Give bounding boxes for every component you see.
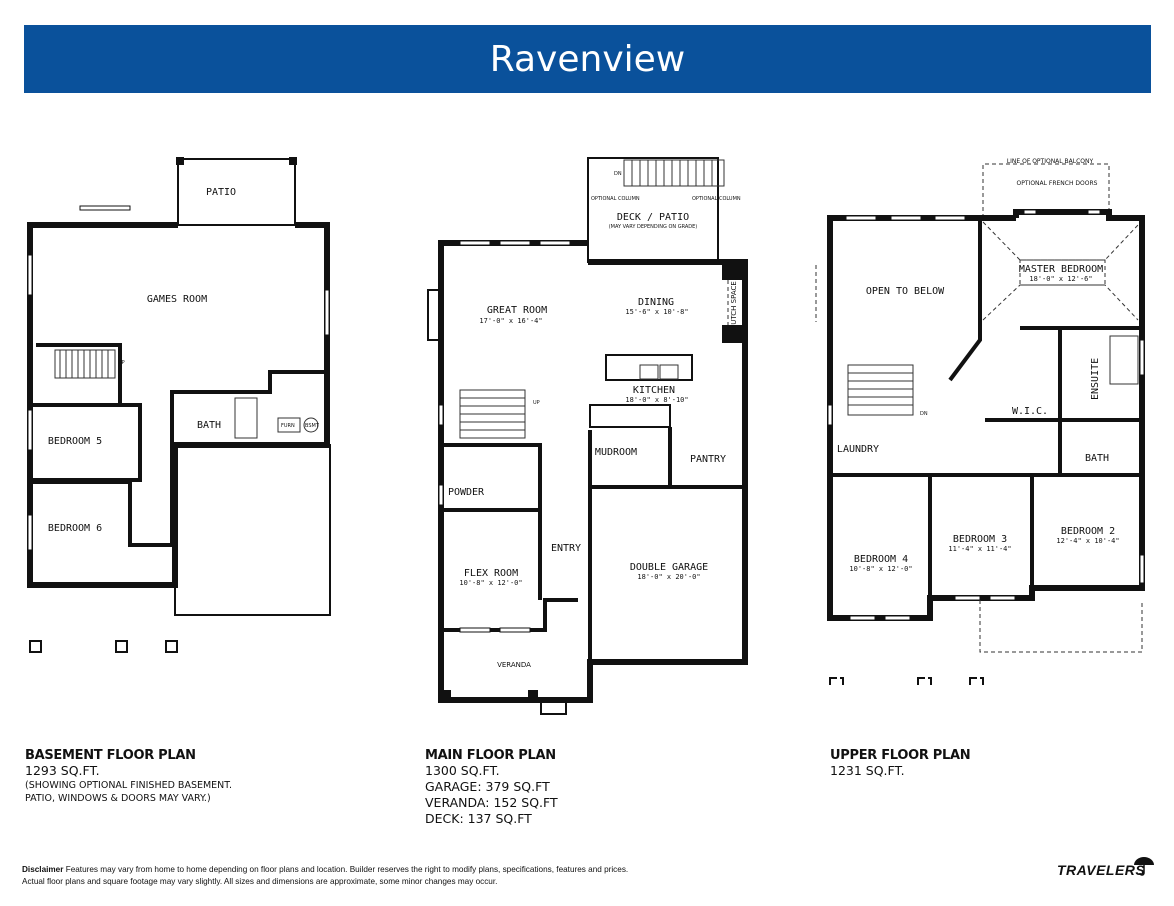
master-dim: 18'-0" x 12'-6" <box>1029 275 1092 283</box>
optional-column-left: OPTIONAL COLUMN <box>591 196 640 202</box>
basement-plan: UP FURN BSMT PATIO GAMES ROOM BATH BEDRO… <box>27 157 331 653</box>
furnace-label: FURN <box>281 423 295 429</box>
room-veranda: VERANDA <box>497 661 531 669</box>
room-bedroom-2: BEDROOM 2 <box>1061 526 1115 537</box>
room-deck: DECK / PATIO <box>617 212 689 223</box>
upper-area: 1231 SQ.FT. <box>830 763 905 778</box>
room-bedroom-6: BEDROOM 6 <box>48 523 102 534</box>
basement-heading: BASEMENT FLOOR PLAN <box>25 748 196 763</box>
up-label: UP <box>118 360 125 366</box>
basement-caption: BASEMENT FLOOR PLAN 1293 SQ.FT. (SHOWING… <box>25 748 232 805</box>
basement-note-2: PATIO, WINDOWS & DOORS MAY VARY.) <box>25 793 211 804</box>
disclaimer-label: Disclaimer <box>22 865 64 874</box>
balcony-line-label: LINE OF OPTIONAL BALCONY <box>1007 158 1094 165</box>
room-flex: FLEX ROOM <box>464 568 518 579</box>
upper-plan: LINE OF OPTIONAL BALCONY OPTIONAL FRENCH… <box>815 158 1145 685</box>
room-wic: W.I.C. <box>1012 406 1048 417</box>
bedroom-3-dim: 11'-4" x 11'-4" <box>948 545 1011 553</box>
room-ensuite: ENSUITE <box>1090 358 1101 400</box>
kitchen-dim: 18'-0" x 8'-10" <box>625 396 688 404</box>
title-banner: Ravenview <box>24 25 1151 93</box>
dn-label: DN <box>920 411 928 417</box>
room-dining: DINING <box>638 297 674 308</box>
umbrella-icon <box>1134 857 1154 876</box>
basement-area: 1293 SQ.FT. <box>25 763 100 778</box>
dn-label: DN <box>614 171 622 177</box>
room-laundry: LAUNDRY <box>837 444 879 455</box>
main-heading: MAIN FLOOR PLAN <box>425 748 556 763</box>
basement-note-1: (SHOWING OPTIONAL FINISHED BASEMENT. <box>25 780 232 791</box>
room-bath: BATH <box>1085 453 1109 464</box>
room-open-to-below: OPEN TO BELOW <box>866 286 945 297</box>
room-bedroom-3: BEDROOM 3 <box>953 534 1007 545</box>
patio-outline <box>177 158 296 226</box>
flex-dim: 10'-8" x 12'-0" <box>459 579 522 587</box>
main-area: 1300 SQ.FT. <box>425 763 500 778</box>
main-caption: MAIN FLOOR PLAN 1300 SQ.FT. GARAGE: 379 … <box>425 748 558 827</box>
disclaimer: Disclaimer Features may vary from home t… <box>22 864 642 888</box>
main-plan: DN OPTIONAL COLUMN OPTIONAL COLUMN DECK … <box>427 157 748 715</box>
garage-dim: 18'-0" x 20'-0" <box>637 573 700 581</box>
bedroom-2-dim: 12'-4" x 10'-4" <box>1056 537 1119 545</box>
room-powder: POWDER <box>448 487 485 498</box>
great-room-dim: 17'-0" x 16'-4" <box>479 317 542 325</box>
french-doors-label: OPTIONAL FRENCH DOORS <box>1017 180 1098 187</box>
upper-caption: UPPER FLOOR PLAN 1231 SQ.FT. <box>830 748 971 779</box>
deck-note: (MAY VARY DEPENDING ON GRADE) <box>609 224 698 230</box>
room-pantry: PANTRY <box>690 454 726 465</box>
room-bedroom-4: BEDROOM 4 <box>854 554 908 565</box>
veranda-area: VERANDA: 152 SQ.FT <box>425 795 558 810</box>
logo-text: TRAVELERS <box>1057 862 1146 878</box>
garage-area: GARAGE: 379 SQ.FT <box>425 779 550 794</box>
optional-column-right: OPTIONAL COLUMN <box>692 196 741 202</box>
room-bedroom-5: BEDROOM 5 <box>48 436 102 447</box>
deck-area: DECK: 137 SQ.FT <box>425 811 532 826</box>
bedroom-4-dim: 10'-8" x 12'-0" <box>849 565 912 573</box>
room-kitchen: KITCHEN <box>633 385 675 396</box>
water-heater-label: BSMT <box>305 423 320 429</box>
page-title: Ravenview <box>489 38 686 80</box>
room-patio: PATIO <box>206 187 236 198</box>
upper-heading: UPPER FLOOR PLAN <box>830 748 971 763</box>
room-games: GAMES ROOM <box>147 294 207 305</box>
hutch-space: HUTCH SPACE <box>730 281 738 330</box>
deck-outline <box>587 157 719 263</box>
travelers-logo: TRAVELERS <box>1057 857 1154 878</box>
room-mudroom: MUDROOM <box>595 447 637 458</box>
room-great-room: GREAT ROOM <box>487 305 547 316</box>
room-bath: BATH <box>197 420 221 431</box>
room-entry: ENTRY <box>551 543 581 554</box>
unfinished-area <box>174 444 331 616</box>
up-label: UP <box>533 400 540 406</box>
dining-dim: 15'-6" x 10'-8" <box>625 308 688 316</box>
room-master-bedroom: MASTER BEDROOM <box>1019 264 1103 275</box>
disclaimer-text: Features may vary from home to home depe… <box>22 865 629 886</box>
room-garage: DOUBLE GARAGE <box>630 562 708 573</box>
